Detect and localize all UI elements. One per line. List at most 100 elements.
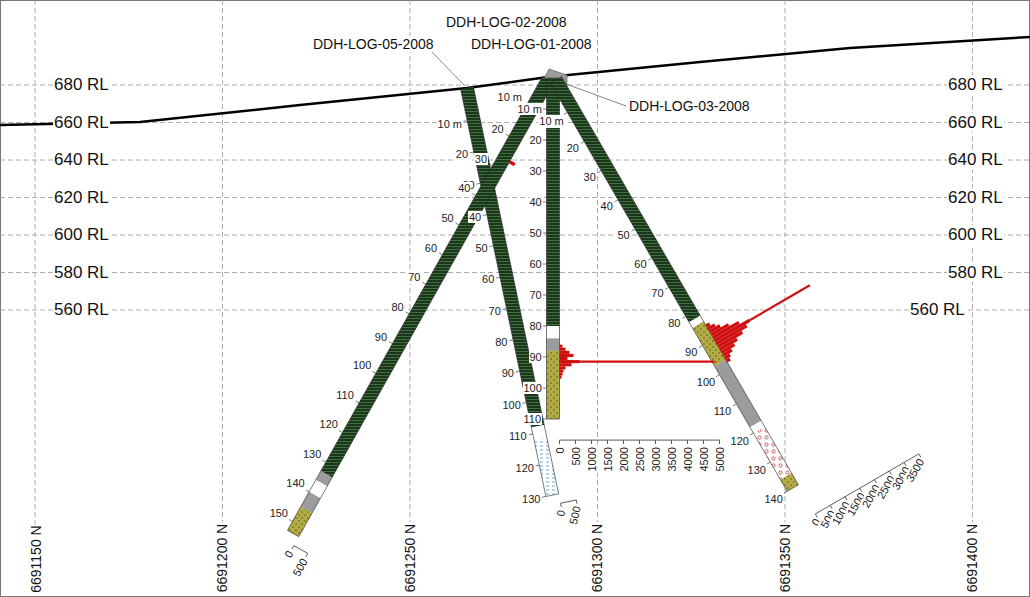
axis-tick bbox=[703, 440, 704, 444]
depth-label: 110 bbox=[508, 430, 528, 443]
depth-tick bbox=[784, 491, 787, 493]
depth-tick bbox=[509, 339, 513, 341]
rl-label: 680 RL bbox=[53, 75, 110, 95]
assay-peak bbox=[560, 361, 715, 363]
depth-tick bbox=[476, 183, 480, 185]
assay-bar bbox=[560, 369, 564, 372]
assay-bar bbox=[560, 373, 563, 376]
axis-value: 2000 bbox=[617, 446, 630, 472]
depth-tick bbox=[289, 519, 292, 521]
depth-label: 120 bbox=[730, 435, 750, 448]
axis-value: 0 bbox=[554, 508, 568, 519]
hole-name: DDH-LOG-01-2008 bbox=[470, 36, 593, 52]
assay-bar bbox=[560, 351, 570, 354]
depth-tick bbox=[483, 214, 487, 216]
depth-tick bbox=[767, 462, 770, 464]
assay-bar bbox=[560, 366, 566, 369]
depth-tick bbox=[463, 120, 467, 122]
depth-tick bbox=[716, 375, 719, 377]
depth-label: 130 bbox=[521, 493, 541, 506]
depth-tick bbox=[682, 316, 685, 318]
depth-tick bbox=[456, 223, 459, 225]
rl-label: 580 RL bbox=[947, 263, 1004, 283]
northing-gridline bbox=[222, 0, 223, 530]
depth-label: 30 bbox=[583, 171, 597, 184]
axis-tick bbox=[560, 503, 562, 507]
depth-tick bbox=[489, 164, 492, 166]
topography-line bbox=[0, 37, 1030, 125]
assay-peak bbox=[715, 285, 810, 340]
rl-gridline bbox=[0, 197, 1030, 198]
assay-bar bbox=[726, 358, 731, 363]
depth-label: 30 bbox=[529, 165, 543, 178]
northing-gridline bbox=[785, 0, 786, 530]
depth-tick bbox=[506, 134, 509, 136]
depth-tick bbox=[665, 287, 668, 289]
depth-label: 10 m bbox=[437, 118, 463, 131]
depth-label: 80 bbox=[667, 317, 681, 330]
rl-label: 680 RL bbox=[947, 75, 1004, 95]
depth-label: 70 bbox=[650, 287, 664, 300]
northing-gridline bbox=[35, 0, 36, 530]
axis-tick bbox=[292, 546, 294, 549]
rl-gridline bbox=[0, 272, 1030, 273]
depth-label: 20 bbox=[529, 134, 543, 147]
rl-label: 560 RL bbox=[909, 300, 966, 320]
depth-label: 150 bbox=[269, 507, 289, 520]
depth-label: 120 bbox=[515, 462, 535, 475]
leader-line bbox=[432, 52, 464, 85]
axis-tick bbox=[306, 553, 308, 556]
depth-label: 90 bbox=[501, 367, 515, 380]
depth-label: 130 bbox=[747, 464, 767, 477]
depth-label: 50 bbox=[475, 242, 489, 255]
depth-tick bbox=[503, 308, 507, 310]
northing-label: 6691150 N bbox=[27, 524, 43, 593]
depth-label: 20 bbox=[455, 148, 469, 161]
northing-gridline bbox=[410, 0, 411, 530]
depth-tick bbox=[529, 433, 533, 435]
depth-tick bbox=[372, 371, 375, 373]
depth-tick bbox=[322, 460, 325, 462]
axis-tick bbox=[719, 440, 720, 444]
depth-label: 100 bbox=[696, 376, 716, 389]
northing-label: 6691200 N bbox=[214, 522, 230, 593]
axis-value: 0 bbox=[553, 446, 566, 454]
depth-label: 100 bbox=[501, 399, 521, 412]
depth-label: 60 bbox=[424, 242, 438, 255]
depth-tick bbox=[615, 200, 618, 202]
northing-label: 6691400 N bbox=[964, 522, 980, 593]
hole-name: DDH-LOG-03-2008 bbox=[628, 98, 751, 114]
depth-tick bbox=[543, 388, 547, 389]
depth-label: 40 bbox=[457, 182, 471, 195]
assay-bar bbox=[560, 357, 568, 360]
rl-label: 560 RL bbox=[53, 300, 110, 320]
axis-value: 500 bbox=[567, 504, 584, 527]
depth-label: 80 bbox=[529, 320, 543, 333]
rl-label: 640 RL bbox=[53, 150, 110, 170]
depth-tick bbox=[542, 496, 546, 498]
rl-label: 660 RL bbox=[947, 113, 1004, 133]
depth-tick bbox=[472, 193, 475, 195]
assay-bar bbox=[560, 348, 566, 351]
depth-tick bbox=[543, 419, 547, 420]
hole-interval bbox=[461, 87, 545, 428]
depth-tick bbox=[543, 264, 547, 265]
hole-outline bbox=[547, 78, 560, 419]
depth-label: 110 bbox=[335, 389, 355, 402]
rl-label: 600 RL bbox=[947, 225, 1004, 245]
depth-tick bbox=[581, 142, 584, 144]
depth-tick bbox=[406, 312, 409, 314]
depth-label: 110 bbox=[713, 405, 733, 418]
axis-value: 3000 bbox=[649, 446, 662, 472]
rl-gridline bbox=[0, 235, 1030, 236]
axis-value: 4000 bbox=[681, 446, 694, 472]
depth-label: 40 bbox=[468, 211, 482, 224]
depth-label: 80 bbox=[494, 336, 508, 349]
rl-label: 620 RL bbox=[53, 188, 110, 208]
axis-value: 3500 bbox=[904, 455, 928, 484]
depth-label: 50 bbox=[440, 212, 454, 225]
depth-tick bbox=[339, 431, 342, 433]
axis-tick bbox=[607, 440, 608, 444]
